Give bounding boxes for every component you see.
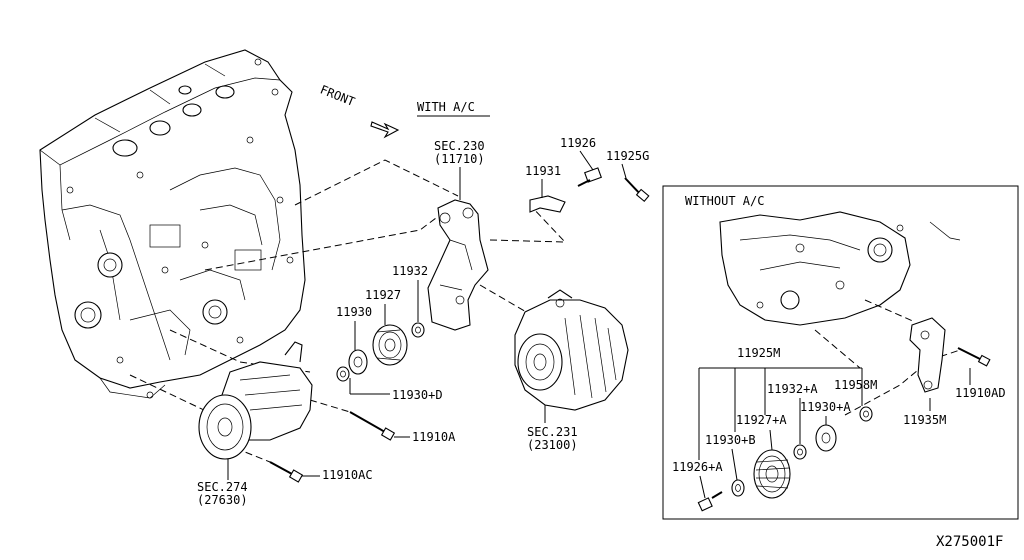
sec274-label: SEC.274 <box>197 480 248 494</box>
label-11910a: 11910A <box>412 430 456 444</box>
sec230-code: (11710) <box>434 152 485 166</box>
label-11958m: 11958M <box>834 378 877 392</box>
with-ac-heading: WITH A/C <box>417 100 475 114</box>
bolt-11926 <box>577 167 602 187</box>
sec231-code: (23100) <box>527 438 578 452</box>
without-ac-heading: WITHOUT A/C <box>685 194 764 208</box>
label-11927a: 11927+A <box>736 413 787 427</box>
ac-compressor <box>198 341 313 460</box>
front-arrow: FRONT <box>318 82 400 139</box>
nut-11930d <box>336 366 350 382</box>
label-11910ac: 11910AC <box>322 468 373 482</box>
compressor-bracket <box>427 199 489 331</box>
label-11927: 11927 <box>365 288 401 302</box>
label-11931: 11931 <box>525 164 561 178</box>
label-11932: 11932 <box>392 264 428 278</box>
label-11926: 11926 <box>560 136 596 150</box>
front-label: FRONT <box>318 82 357 109</box>
label-11932a: 11932+A <box>767 382 818 396</box>
idler-pulley-11927 <box>372 324 408 366</box>
clip-11931 <box>529 195 566 213</box>
stud-11925g <box>624 177 650 203</box>
label-11930a: 11930+A <box>800 400 851 414</box>
bolt-11910a <box>349 411 396 441</box>
label-11910ad: 11910AD <box>955 386 1006 400</box>
sec230-label: SEC.230 <box>434 139 485 153</box>
washer-11932 <box>411 322 425 338</box>
label-11935m: 11935M <box>903 413 946 427</box>
diagram-id: X275001F <box>936 534 1003 550</box>
label-11930: 11930 <box>336 305 372 319</box>
label-11930d: 11930+D <box>392 388 443 402</box>
sec231-label: SEC.231 <box>527 425 578 439</box>
bolt-11910ac <box>269 461 304 483</box>
label-11926a: 11926+A <box>672 460 723 474</box>
without-ac-panel: WITHOUT A/C <box>662 185 1019 520</box>
engine-block-illustration <box>39 49 306 399</box>
plate-11930 <box>348 349 368 375</box>
alternator <box>514 289 629 411</box>
label-11925g: 11925G <box>606 149 649 163</box>
label-11925m: 11925M <box>737 346 780 360</box>
sec274-code: (27630) <box>197 493 248 507</box>
label-11930b: 11930+B <box>705 433 756 447</box>
